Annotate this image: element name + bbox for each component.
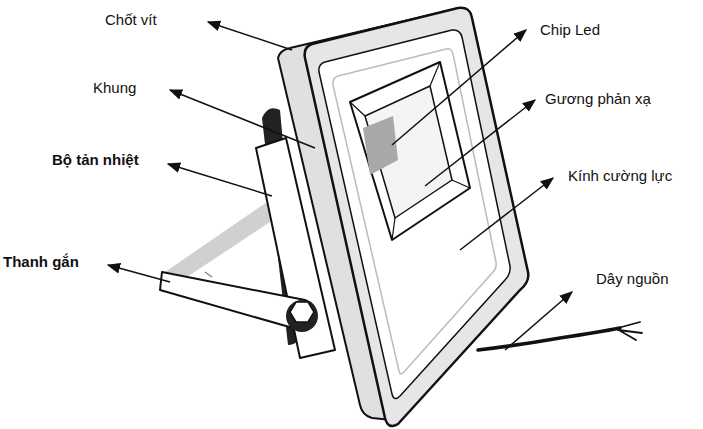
bar-mark xyxy=(205,272,212,277)
part-label: Chip Led xyxy=(540,21,600,39)
glass-inner-border xyxy=(333,49,496,374)
leader-lines xyxy=(108,22,572,350)
part-label: Gương phản xạ xyxy=(545,90,651,108)
leader-line xyxy=(392,30,526,145)
leader-line xyxy=(425,100,535,186)
bolt-head xyxy=(290,302,314,322)
part-label: Dây nguồn xyxy=(596,270,669,288)
bracket-band xyxy=(165,200,282,285)
leader-line xyxy=(168,164,272,196)
frame xyxy=(305,8,529,426)
part-label: Khung xyxy=(93,79,136,97)
tempered-glass xyxy=(319,30,510,399)
leader-line xyxy=(505,292,572,350)
part-label: Kính cường lực xyxy=(568,167,672,185)
leader-line xyxy=(208,22,292,50)
part-label: Thanh gắn xyxy=(3,253,79,271)
power-cord xyxy=(478,328,620,350)
reflector-edges xyxy=(350,62,470,240)
part-label: Chốt vít xyxy=(105,11,157,29)
part-label: Bộ tản nhiệt xyxy=(52,151,139,169)
bolt-washer xyxy=(286,300,318,332)
leader-line xyxy=(460,178,553,250)
led-chip xyxy=(363,116,398,175)
cord-wires xyxy=(617,322,642,340)
reflector-outer xyxy=(350,62,470,240)
leader-line xyxy=(108,265,170,282)
leader-line xyxy=(170,90,315,148)
